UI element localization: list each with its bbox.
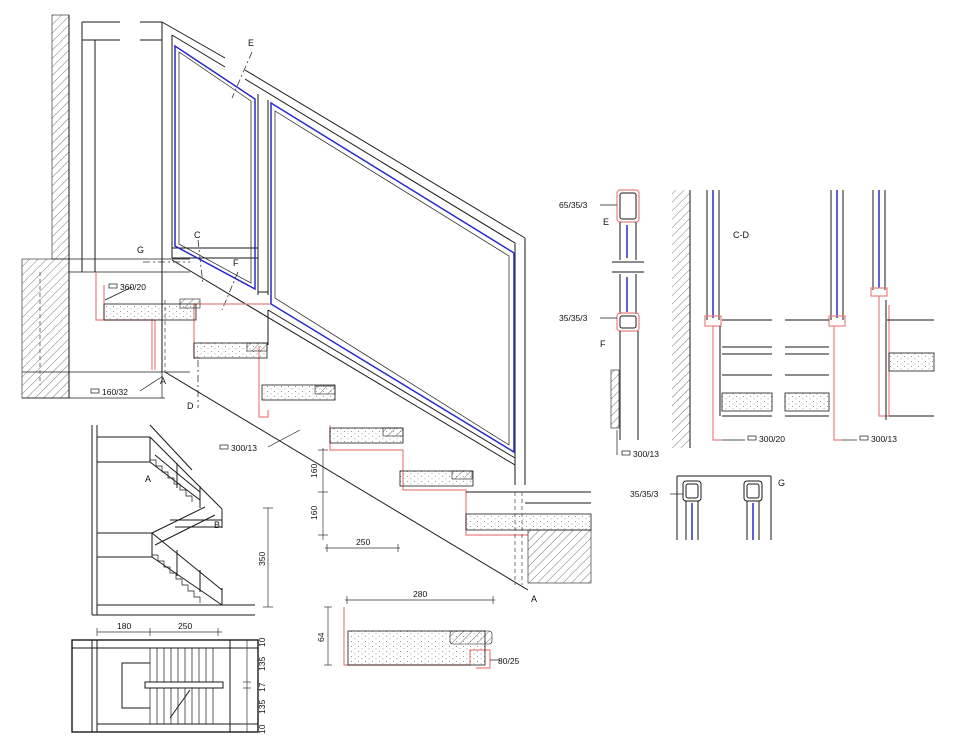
profile-300-13-cd: 300/13 [871,434,897,444]
label-cd: C-D [733,230,749,240]
dim-plan-h1: 10 [257,637,267,647]
dim-height-350: 350 [257,552,267,566]
profile-360-20: 360/20 [120,282,146,292]
profile-detail-ef [600,189,644,455]
label-e-top: E [248,38,254,48]
label-a-right: A [531,594,537,604]
label-g: G [137,245,144,255]
profile-35-35-3-a: 35/35/3 [559,313,588,323]
stair-plan [71,628,259,733]
dim-tread: 250 [356,537,370,547]
lower-wall-hatch [21,258,70,399]
treads [103,298,592,584]
dim-plan-w2: 250 [178,621,192,631]
dim-plan-h4: 135 [257,700,267,714]
plan-tread-lines [149,648,214,724]
label-f-detail: F [600,339,606,349]
dim-step-th: 64 [316,632,326,642]
step-detail [324,596,500,669]
dim-plan-h5: 10 [257,724,267,734]
left-wall-hatch [51,14,70,260]
stair-overview-elevation [91,424,273,616]
dim-step-len: 280 [413,589,427,599]
dim-plan-h2: 135 [257,657,267,671]
profile-300-20: 300/20 [759,434,785,444]
profile-65-35-3: 65/35/3 [559,200,588,210]
label-a-small: A [145,474,151,484]
dim-riser-b: 160 [309,506,319,520]
dim-plan-w1: 180 [117,621,131,631]
glass-panel-small [174,44,256,291]
label-d: D [187,401,194,411]
main-elevation [21,14,592,591]
section-g [670,475,772,540]
profile-300-13-main: 300/13 [231,443,257,453]
stair-soffit [164,371,529,591]
dim-plan-h3: 17 [257,682,267,692]
handrail-frame [81,21,526,485]
profile-80-25: 80/25 [498,656,520,666]
dim-riser-a: 160 [309,464,319,478]
label-b-small: B [214,520,220,530]
section-cd [672,190,935,448]
floor-slab-hatch [527,529,592,584]
glass-panel-large [270,101,515,454]
label-g-detail: G [778,478,785,488]
profile-300-13-detail: 300/13 [633,449,659,459]
label-c: C [194,230,201,240]
label-e-detail: E [603,217,609,227]
label-a-left: A [160,376,166,386]
label-f: F [233,258,239,268]
bracket-hatch [610,369,620,429]
profile-35-35-3-g: 35/35/3 [630,489,659,499]
profile-160-32: 160/32 [102,387,128,397]
